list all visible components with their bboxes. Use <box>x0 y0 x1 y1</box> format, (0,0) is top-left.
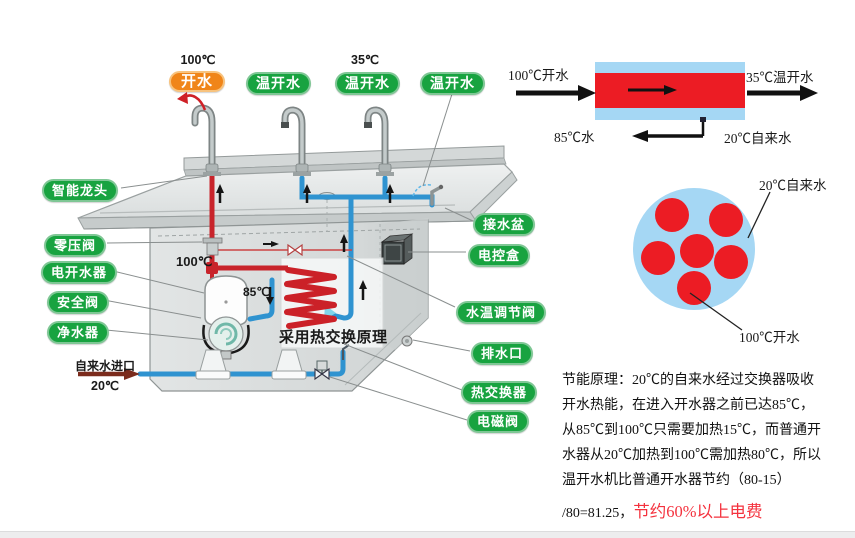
temp-label-boiling: 100℃ <box>180 53 216 67</box>
leader-lines <box>103 93 474 421</box>
badge-warm-water-3: 温开水 <box>420 72 485 95</box>
exchanger-cross-section <box>633 188 771 331</box>
control-box-icon <box>380 233 414 265</box>
label-smart-faucet: 智能龙头 <box>42 179 119 202</box>
label-temp-regulating-valve: 水温调节阀 <box>456 301 547 324</box>
faucets <box>177 92 444 206</box>
energy-saving-description: 节能原理：20℃的自来水经过交换器吸收 开水热能，在进入开水器之前已达85℃， … <box>562 368 854 493</box>
label-heat-exchanger: 热交换器 <box>461 381 538 404</box>
flow-inlet-hot-label: 100℃开水 <box>508 68 569 83</box>
heat-exchanger-coil-icon <box>284 267 337 329</box>
label-zero-pressure-valve: 零压阀 <box>44 234 107 257</box>
flow-outlet-warm-label: 35℃温开水 <box>746 70 814 85</box>
label-control-box: 电控盒 <box>468 244 531 267</box>
hot-water-pipes <box>206 174 352 329</box>
faucet-warm3-icon <box>412 183 444 206</box>
pipe-temp-mid-label: 85℃ <box>243 285 270 299</box>
flow-arrow-return <box>632 130 648 142</box>
boiler-tank-icon <box>204 275 248 326</box>
flow-arrow-out <box>800 85 818 101</box>
savings-formula-line: /80=81.25，节约60%以上电费 <box>562 498 763 522</box>
drain-tap-icon <box>342 344 350 360</box>
sink-counter <box>77 145 518 230</box>
label-drip-basin: 接水盆 <box>473 213 536 236</box>
temp-label-warm: 35℃ <box>351 53 379 67</box>
flow-inlet-tap-label: 20℃自来水 <box>724 131 792 146</box>
savings-highlight: 节约60%以上电费 <box>633 502 763 521</box>
formula-prefix: /80=81.25， <box>562 506 634 521</box>
description-line: 从85℃到100℃只需要加热15℃，而普通开 <box>562 423 821 438</box>
cross-section-tube-label: 100℃开水 <box>739 330 800 345</box>
label-electric-boiler: 电开水器 <box>41 261 118 284</box>
flow-arrow-inside <box>664 85 677 95</box>
faucet-warm1-icon <box>281 106 311 176</box>
zero-pressure-valve-icon <box>202 237 223 256</box>
water-arc-icon <box>412 183 432 197</box>
description-line: 温开水机比普通开水器节约（80-15） <box>562 473 791 488</box>
steam-arrow-icon <box>177 92 188 104</box>
faucet-boiling-icon <box>177 92 221 176</box>
flow-arrow-in <box>578 85 596 101</box>
inlet-temp-label: 20℃ <box>91 379 119 393</box>
regulating-valve-icon <box>287 243 303 257</box>
description-line: 水器从20℃加热到100℃需加热80℃，所以 <box>562 448 821 463</box>
description-line: 开水热能，在进入开水器之前已达85℃， <box>562 398 814 413</box>
inlet-arrow-icon <box>78 368 140 380</box>
badge-warm-water-2: 温开水 <box>335 72 400 95</box>
solenoid-valve-icon <box>314 360 330 381</box>
cross-section-shell-label: 20℃自来水 <box>759 178 827 193</box>
label-drain-outlet: 排水口 <box>471 342 534 365</box>
flow-outlet-water-label: 85℃水 <box>554 130 595 145</box>
description-line: 节能原理：20℃的自来水经过交换器吸收 <box>562 373 814 388</box>
faucet-warm2-icon <box>364 106 394 176</box>
badge-warm-water-1: 温开水 <box>246 72 311 95</box>
heat-exchange-flow-diagram <box>516 62 818 142</box>
inlet-label: 自来水进口 <box>74 359 135 373</box>
label-safety-valve: 安全阀 <box>47 291 110 314</box>
cabinet-legs <box>195 349 307 380</box>
label-water-purifier: 净水器 <box>47 321 110 344</box>
badge-boiling-water: 开水 <box>169 71 226 92</box>
pipe-temp-boiling-label: 100℃ <box>176 254 213 269</box>
principle-caption: 采用热交换原理 <box>279 329 388 346</box>
label-solenoid-valve: 电磁阀 <box>467 410 530 433</box>
flow-arrows <box>216 184 394 305</box>
bottom-strip <box>0 531 855 538</box>
